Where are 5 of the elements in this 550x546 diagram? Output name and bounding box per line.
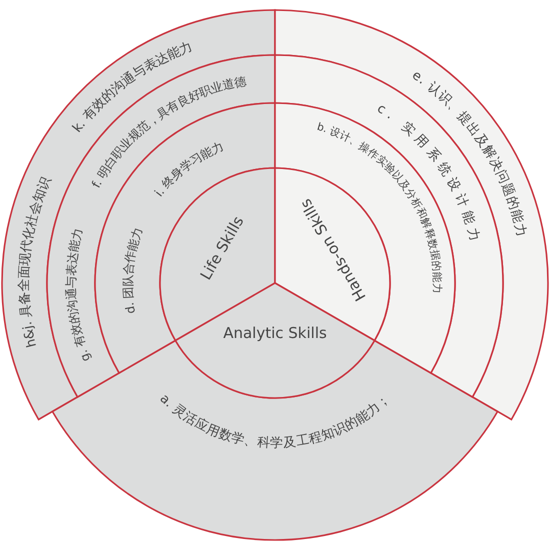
skill-category-label: Analytic Skills: [223, 324, 327, 342]
ability-label: g. 有效的沟通与表达能力: [64, 226, 94, 364]
ability-label: i. 终身学习能力: [152, 139, 226, 200]
ability-label: a. 灵活应用数学、科学及工程知识的能力；: [156, 391, 393, 451]
ability-label: d. 团队合作能力: [120, 225, 146, 315]
